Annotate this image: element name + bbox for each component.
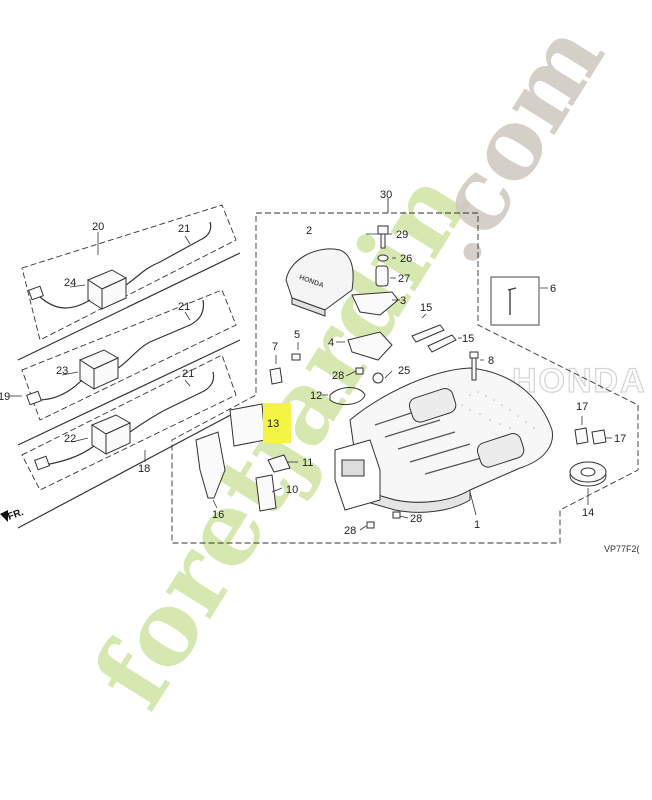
callout-19: 19 — [0, 391, 10, 403]
part-11-connector — [267, 454, 291, 473]
callout-25: 25 — [398, 365, 410, 377]
highlight-part-13 — [263, 403, 291, 443]
callout-1: 1 — [474, 519, 480, 531]
part-29-bolt-head — [377, 225, 389, 235]
callout-4: 4 — [328, 337, 334, 349]
transformer-22 — [90, 414, 132, 455]
part-6-pin — [507, 287, 517, 315]
callout-11: 11 — [302, 457, 313, 469]
callout-10: 10 — [286, 484, 298, 496]
callout-28a: 28 — [332, 370, 344, 382]
callout-17a: 17 — [576, 401, 588, 413]
kit-separator-1 — [17, 252, 241, 361]
kit-frames — [17, 204, 241, 529]
plug-24 — [28, 285, 44, 301]
cable-21a — [125, 221, 212, 286]
cover-part-2: HONDA — [285, 248, 354, 317]
part-28-screw-c — [392, 511, 401, 519]
transformer-23 — [78, 349, 120, 390]
fr-direction-marker: FR. — [0, 507, 25, 523]
kit-separator-3 — [17, 409, 241, 529]
callout-28c: 28 — [410, 513, 422, 525]
callout-22: 22 — [64, 433, 76, 445]
part-28-screw-a — [355, 367, 364, 375]
callout-21a: 21 — [178, 223, 190, 235]
callout-27: 27 — [398, 273, 410, 285]
plug-23 — [26, 390, 42, 406]
callout-7: 7 — [272, 341, 278, 353]
part-28-screw-b — [366, 521, 375, 529]
part-15-arm-b — [427, 334, 457, 353]
callout-15a: 15 — [420, 302, 432, 314]
callout-5: 5 — [294, 329, 300, 341]
callout-13: 13 — [267, 418, 279, 430]
callout-2: 2 — [306, 225, 312, 237]
part-16-harness — [195, 431, 226, 499]
cable-21b — [117, 299, 205, 369]
part-29-bolt-shaft — [380, 233, 386, 249]
part-17-clip-b — [591, 429, 607, 445]
part-17-clip-a — [574, 427, 589, 445]
callout-16: 16 — [212, 509, 224, 521]
part-15-arm-a — [411, 324, 445, 343]
callout-labels: 1 2 3 4 5 6 7 8 10 11 12 13 14 15 15 16 … — [0, 189, 626, 537]
callout-21b: 21 — [178, 301, 190, 313]
callout-20: 20 — [92, 221, 104, 233]
part-4-bracket — [347, 331, 393, 361]
body-texture — [461, 391, 535, 429]
callout-14: 14 — [582, 507, 594, 519]
part-26-washer — [377, 254, 389, 262]
small-parts — [195, 225, 607, 529]
part-3-bracket — [351, 291, 399, 316]
cable-plug-22 — [44, 445, 95, 466]
cables — [37, 221, 215, 466]
main-body-part-1 — [334, 367, 554, 513]
main-frame — [171, 198, 639, 544]
fr-text: FR. — [6, 507, 25, 523]
leader-lines — [10, 232, 612, 531]
part-25-nut — [372, 372, 384, 384]
plugs — [26, 285, 50, 471]
part-27-spacer — [375, 265, 389, 287]
callout-17b: 17 — [614, 433, 626, 445]
callout-24: 24 — [64, 277, 76, 289]
diagram-reference-code: VP77F2( — [604, 544, 640, 554]
cable-plug-23 — [37, 379, 83, 401]
part-6-frame — [490, 276, 540, 326]
callout-15b: 15 — [462, 333, 474, 345]
cable-plug-24 — [39, 296, 91, 309]
part-12-gasket — [329, 387, 366, 406]
part-5-screw — [291, 353, 301, 361]
part-8-bolt-shaft — [471, 357, 477, 381]
callout-28b: 28 — [344, 525, 356, 537]
kit-frame-middle — [21, 289, 237, 421]
callout-26: 26 — [400, 253, 412, 265]
honda-ghost-logo: HONDA — [512, 362, 647, 400]
transformer-24 — [86, 269, 128, 310]
cable-21c — [129, 371, 215, 433]
part-10-plate — [255, 474, 277, 512]
transformers — [78, 269, 132, 455]
plug-22 — [34, 455, 50, 471]
callout-23: 23 — [56, 365, 68, 377]
part-8-bolt-head — [469, 351, 479, 359]
callout-29: 29 — [396, 229, 408, 241]
kit-frame-top — [21, 204, 237, 341]
part-13-board — [229, 403, 266, 447]
watermark-domain-text: .com — [394, 4, 626, 282]
callout-21c: 21 — [182, 368, 194, 380]
kit-frame-bottom — [21, 354, 237, 491]
callout-30: 30 — [380, 189, 392, 201]
callout-18: 18 — [138, 463, 150, 475]
kit-separator-2 — [17, 339, 241, 446]
callout-12: 12 — [310, 390, 322, 402]
part-7-clip — [269, 367, 283, 385]
callout-3: 3 — [400, 295, 406, 307]
callout-8: 8 — [488, 355, 494, 367]
callout-6: 6 — [550, 283, 556, 295]
